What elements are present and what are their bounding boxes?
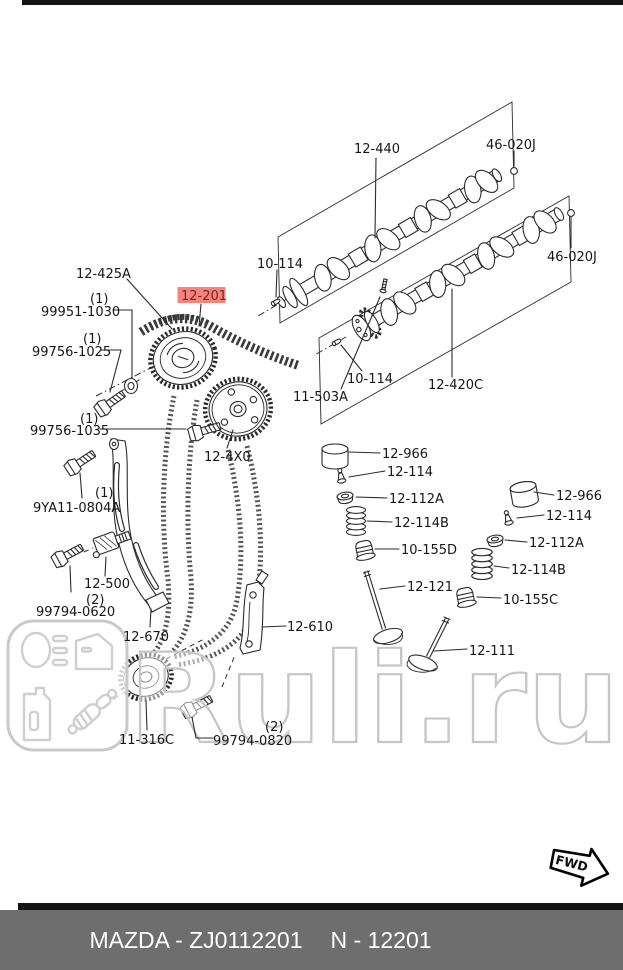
spring-seat-b-drawing	[485, 533, 505, 549]
footer-bar: MAZDA - ZJ0112201 N - 12201	[0, 910, 623, 970]
callout-99951-1030[interactable]: 99951-1030	[41, 305, 120, 320]
stem-seal-b-drawing	[453, 585, 478, 610]
watermark: Ruli.ru	[6, 619, 621, 773]
tappet-a-drawing	[321, 443, 349, 470]
qty-99794-0620: (2)	[86, 593, 104, 608]
car-door-icon	[74, 632, 114, 671]
valve-spring-a-drawing	[345, 506, 367, 536]
fwd-arrow-icon	[549, 847, 610, 887]
qty-99794-0820: (2)	[265, 720, 283, 735]
callout-12-610[interactable]: 12-610	[287, 620, 333, 635]
chain-guide-left-drawing	[108, 437, 170, 613]
vvt-actuator-drawing	[202, 376, 274, 442]
callout-99794-0820[interactable]: 99794-0820	[213, 734, 292, 749]
fwd-direction-marker: FWD	[549, 847, 610, 887]
dowel-pin-b	[331, 337, 343, 347]
callout-99794-0620[interactable]: 99794-0620	[36, 605, 115, 620]
callout-10-155C[interactable]: 10-155C	[503, 593, 558, 608]
callout-99756-1035[interactable]: 99756-1035	[30, 424, 109, 439]
keeper-b-drawing	[501, 509, 515, 527]
valve-exhaust-drawing	[406, 616, 451, 673]
callout-12-4X0[interactable]: 12-4X0	[204, 450, 251, 465]
callout-12-121[interactable]: 12-121	[407, 580, 453, 595]
cam-bolt-a-pin	[510, 167, 518, 175]
highlight-box-12-201	[177, 287, 226, 303]
cam-sprocket-drawing	[148, 326, 218, 390]
camshaft-intake-drawing	[257, 165, 503, 317]
callout-12-112A-a[interactable]: 12-112A	[389, 492, 444, 507]
callout-11-316C[interactable]: 11-316C	[119, 733, 174, 748]
camshaft-exhaust-drawing	[316, 206, 565, 355]
valve-intake-drawing	[362, 570, 404, 645]
spring-seat-a-drawing	[335, 490, 355, 506]
tappet-b-drawing	[508, 479, 540, 510]
callout-12-500[interactable]: 12-500	[84, 577, 130, 592]
footer-text: MAZDA - ZJ0112201 N - 12201	[89, 927, 431, 954]
callout-99756-1025[interactable]: 99756-1025	[32, 345, 111, 360]
callout-12-966-b[interactable]: 12-966	[556, 489, 602, 504]
callout-10-114-a[interactable]: 10-114	[257, 257, 303, 272]
qty-99756-1035: (1)	[80, 412, 98, 427]
callout-12-440[interactable]: 12-440	[354, 142, 400, 157]
callout-9YA11-0804A[interactable]: 9YA11-0804A	[33, 501, 120, 516]
bolt-99794-0620-drawing	[49, 539, 87, 570]
callout-46-020J-b[interactable]: 46-020J	[547, 250, 597, 265]
valve-spring-b-drawing	[471, 547, 493, 581]
timing-chain-drawing	[138, 313, 302, 371]
qty-99951-1030: (1)	[90, 292, 108, 307]
footer-part-ref: N - 12201	[330, 926, 432, 953]
callout-12-966-a[interactable]: 12-966	[382, 447, 428, 462]
callout-12-425A[interactable]: 12-425A	[76, 267, 131, 282]
cam-bolt-b-pin	[567, 209, 575, 217]
callout-12-111[interactable]: 12-111	[469, 644, 515, 659]
headlight-icon	[20, 631, 69, 669]
callout-46-020J-a[interactable]: 46-020J	[486, 138, 536, 153]
footer-border-bar	[18, 903, 623, 910]
top-border-bar	[22, 0, 623, 5]
callout-12-114-b[interactable]: 12-114	[546, 509, 592, 524]
bolt-9YA11-0804A-drawing	[62, 446, 99, 479]
watermark-text: Ruli.ru	[128, 628, 620, 772]
exploded-parts-diagram: Ruli.ru	[6, 101, 621, 887]
washer-drawing	[123, 377, 139, 395]
footer-catalog-code: MAZDA - ZJ0112201	[89, 926, 303, 953]
qty-9YA11-0804A: (1)	[95, 486, 113, 501]
shock-absorber-icon	[67, 688, 118, 735]
callout-12-670[interactable]: 12-670	[123, 630, 169, 645]
keeper-a-drawing	[334, 467, 347, 485]
leader-lines	[69, 150, 575, 739]
chain-guide-right-drawing	[239, 570, 269, 655]
callout-12-114B-a[interactable]: 12-114B	[394, 516, 449, 531]
callout-12-201-highlighted[interactable]: 12-201	[181, 289, 227, 304]
callout-12-114-a[interactable]: 12-114	[387, 465, 433, 480]
stem-seal-a-drawing	[352, 538, 377, 563]
callout-12-114B-b[interactable]: 12-114B	[511, 563, 566, 578]
callout-11-503A[interactable]: 11-503A	[293, 390, 348, 405]
callout-12-112A-b[interactable]: 12-112A	[529, 536, 584, 551]
oil-can-icon	[22, 686, 52, 742]
qty-99756-1025: (1)	[83, 332, 101, 347]
head-stud	[379, 278, 388, 294]
callout-12-420C[interactable]: 12-420C	[428, 378, 483, 393]
callout-labels: 12-440 46-020J 10-114 46-020J 12-425A 12…	[30, 138, 602, 749]
callout-10-114-b[interactable]: 10-114	[347, 372, 393, 387]
callout-10-155D[interactable]: 10-155D	[401, 543, 457, 558]
chain-tensioner-drawing	[92, 530, 132, 559]
